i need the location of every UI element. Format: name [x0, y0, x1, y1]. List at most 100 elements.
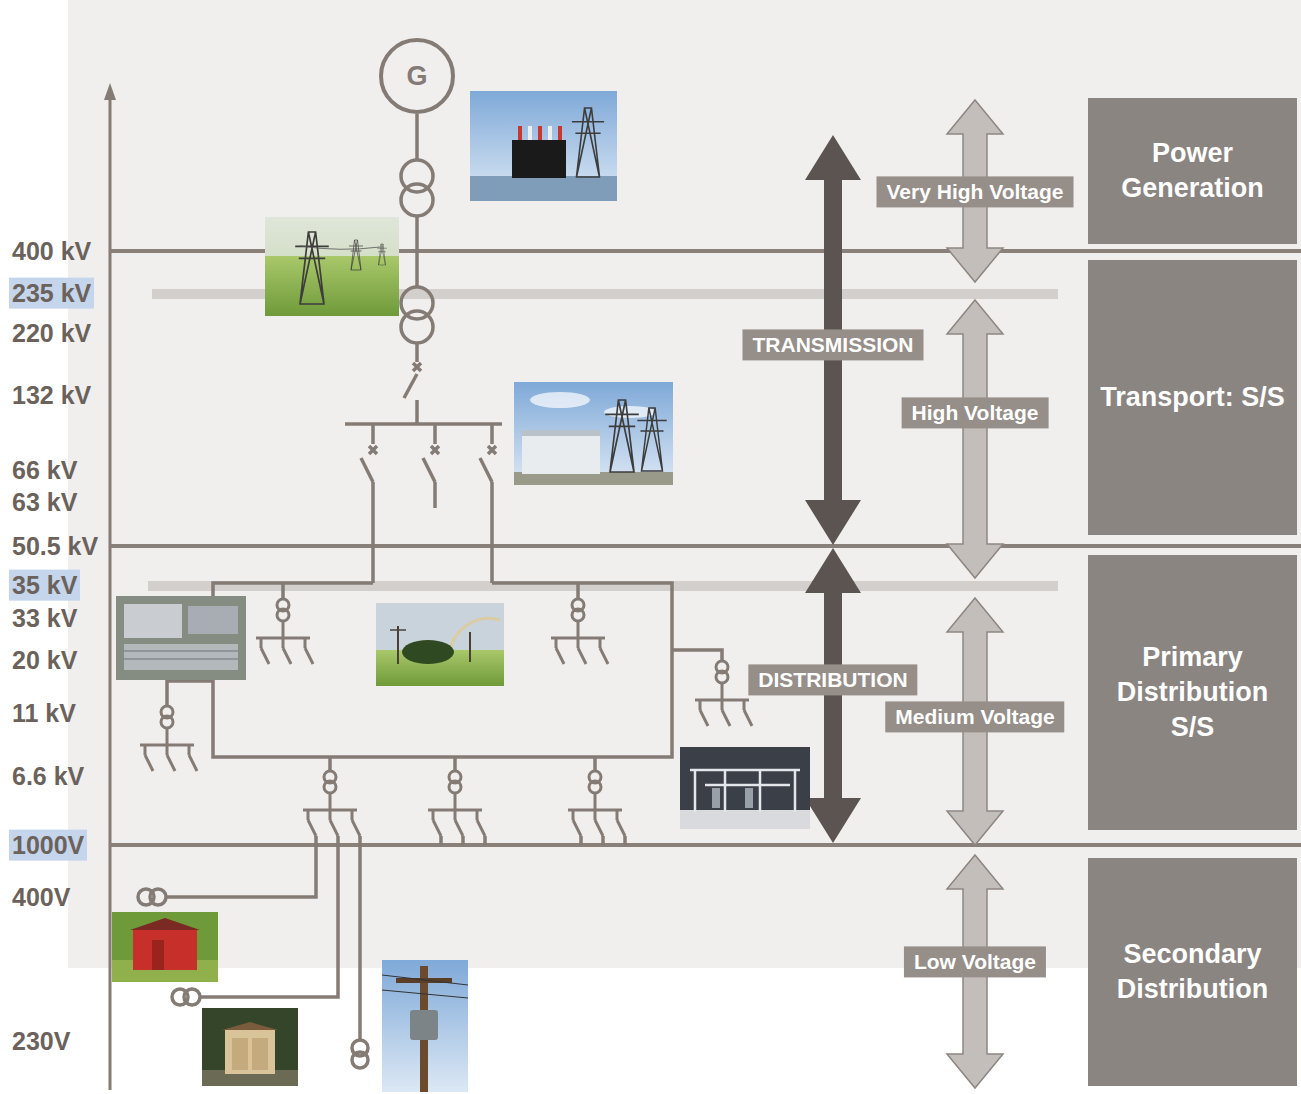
single-line-wiring — [490, 482, 494, 583]
single-line-wiring — [361, 458, 373, 482]
single-line-wiring — [431, 446, 439, 454]
voltage-label: 50.5 kV — [9, 531, 101, 562]
voltage-level-line — [110, 843, 1301, 847]
voltage-range-arrow — [947, 100, 1003, 1088]
single-line-wiring — [623, 836, 627, 845]
single-line-wiring — [401, 184, 433, 216]
single-line-wiring — [593, 757, 597, 770]
red-kiosk-photo — [130, 918, 200, 930]
power-plant-photo — [528, 126, 532, 140]
beige-kiosk-photo — [202, 1008, 298, 1086]
switchgear-photo — [680, 747, 810, 829]
primary-substation-aerial-photo — [124, 604, 182, 638]
beige-kiosk-photo — [232, 1038, 248, 1070]
substation-symbol — [695, 661, 752, 726]
network-range-arrow — [805, 135, 861, 843]
single-line-wiring — [401, 311, 433, 343]
single-line-wiring — [453, 757, 457, 770]
pole-transformer-photo — [410, 1010, 438, 1040]
range-label: DISTRIBUTION — [748, 664, 917, 695]
single-line-wiring — [138, 889, 154, 905]
stage-box: Secondary Distribution — [1088, 858, 1297, 1086]
single-line-wiring — [433, 482, 437, 508]
voltage-label: 33 kV — [9, 603, 80, 634]
voltage-label: 400 kV — [9, 236, 94, 267]
single-line-wiring — [371, 424, 375, 444]
distribution-line-photo — [402, 640, 454, 664]
stage-box: Primary Distribution S/S — [1088, 555, 1297, 830]
red-kiosk-photo — [112, 912, 218, 982]
single-line-wiring — [415, 216, 419, 287]
switchgear-photo — [680, 747, 810, 829]
voltage-level-line — [110, 251, 1301, 845]
single-line-wiring — [172, 989, 188, 1005]
single-line-wiring — [404, 374, 417, 398]
power-plant-photo — [572, 108, 604, 177]
voltage-label: 235 kV — [9, 278, 94, 309]
substation-symbol — [551, 599, 608, 664]
stage-label: Power Generation — [1098, 136, 1287, 206]
voltage-label: 230V — [9, 1026, 73, 1057]
single-line-wiring — [281, 583, 285, 598]
single-line-wiring — [336, 836, 340, 845]
single-line-wiring — [461, 836, 465, 845]
red-kiosk-photo — [152, 940, 164, 970]
single-line-wiring — [328, 757, 332, 770]
pole-transformer-photo — [382, 960, 468, 1092]
power-plant-photo — [558, 126, 562, 140]
single-line-wiring — [213, 583, 672, 757]
single-line-wiring — [672, 650, 722, 660]
single-line-wiring — [314, 836, 318, 845]
single-line-wiring — [490, 424, 494, 444]
primary-substation-aerial-photo — [116, 596, 246, 680]
substation-symbol — [256, 599, 313, 664]
single-line-wiring — [433, 424, 437, 444]
transmission-line-photo — [265, 217, 399, 316]
single-line-wiring — [480, 458, 492, 482]
voltage-level-line — [110, 544, 1301, 548]
switchgear-photo — [712, 788, 720, 808]
single-line-wiring — [579, 836, 583, 845]
transport-substation-photo — [514, 382, 673, 485]
substation-symbol — [140, 706, 197, 771]
single-line-wiring — [423, 458, 435, 482]
range-label: Low Voltage — [904, 946, 1046, 977]
single-line-wiring — [167, 681, 213, 705]
single-line-wiring — [200, 845, 338, 997]
power-plant-photo — [512, 140, 566, 178]
power-plant-photo — [548, 126, 552, 140]
beige-kiosk-photo — [252, 1038, 268, 1070]
stage-label: Primary Distribution S/S — [1098, 640, 1287, 745]
stage-label: Transport: S/S — [1100, 380, 1285, 415]
voltage-label: 11 kV — [9, 698, 79, 729]
power-plant-photo — [470, 91, 617, 201]
range-label: Medium Voltage — [885, 701, 1064, 732]
voltage-band — [148, 294, 1058, 586]
background-panel — [68, 0, 1301, 968]
transport-substation-photo — [605, 400, 639, 472]
distribution-line-photo — [450, 618, 500, 650]
substation-symbol — [303, 771, 360, 836]
background-panel — [68, 0, 1301, 968]
distribution-line-photo — [376, 603, 504, 686]
single-line-wiring — [483, 836, 487, 845]
transmission-line-photo — [300, 246, 380, 249]
primary-substation-aerial-photo — [116, 596, 246, 680]
transport-substation-photo — [637, 408, 666, 471]
generator-label: G — [406, 61, 427, 92]
transport-substation-photo — [522, 430, 600, 436]
single-line-wiring — [166, 845, 316, 897]
transmission-line-photo — [265, 217, 399, 316]
single-line-wiring — [413, 363, 421, 371]
range-label: Very High Voltage — [877, 176, 1074, 207]
single-line-wiring — [415, 114, 419, 160]
substation-symbol — [568, 771, 625, 836]
range-label: High Voltage — [902, 397, 1049, 428]
distribution-line-photo — [390, 629, 406, 631]
pole-transformer-photo — [382, 975, 468, 998]
voltage-label: 1000V — [9, 830, 87, 861]
single-line-wiring — [488, 446, 496, 454]
primary-substation-aerial-photo — [124, 651, 238, 659]
voltage-axis — [104, 83, 116, 100]
voltage-label: 63 kV — [9, 487, 80, 518]
